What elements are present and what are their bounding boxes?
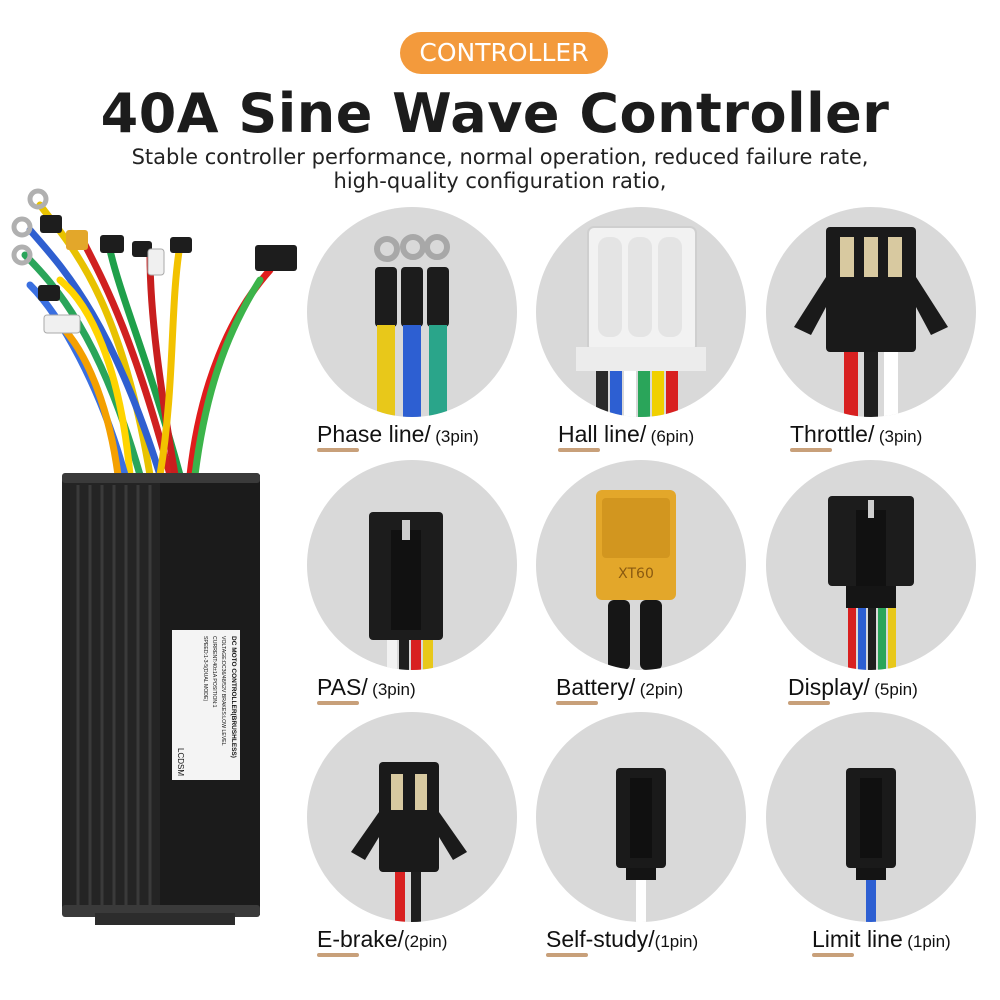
display-label: Display/ <box>788 674 870 700</box>
pas-image <box>307 460 517 670</box>
connector-pas: PAS/ (3pin) <box>307 460 527 705</box>
self-study-label: Self-study/ <box>546 926 655 952</box>
throttle-image <box>766 207 976 417</box>
throttle-pins: (3pin) <box>878 427 923 446</box>
hall-line-pins: (6pin) <box>650 427 695 446</box>
pas-pins: (3pin) <box>372 680 416 699</box>
hall-line-label: Hall line/ <box>558 421 647 447</box>
connector-e-brake: E-brake/(2pin) <box>307 712 527 957</box>
connector-throttle: Throttle/ (3pin) <box>766 207 986 452</box>
hall-line-image <box>536 207 746 417</box>
controller-label-line4: SPEED:1-3-5(DUAL MODE) <box>202 636 208 702</box>
connector-hall-line: Hall line/ (6pin) <box>536 207 756 452</box>
subtitle-line-1: Stable controller performance, normal op… <box>131 145 869 169</box>
controller-brand: LCDSM <box>176 748 185 776</box>
page-title: 40A Sine Wave Controller <box>100 82 890 145</box>
xt60-marking: XT60 <box>618 566 654 582</box>
pas-label: PAS/ <box>317 674 368 700</box>
display-pins: (5pin) <box>874 680 918 699</box>
phase-line-image <box>307 207 517 417</box>
limit-line-image <box>766 712 976 922</box>
label-underline <box>556 701 598 705</box>
display-image <box>766 460 976 670</box>
connector-self-study: Self-study/(1pin) <box>536 712 756 957</box>
label-underline <box>558 448 600 452</box>
label-underline <box>788 701 830 705</box>
battery-image: XT60 <box>536 460 746 670</box>
label-underline <box>317 448 359 452</box>
connector-phase-line: Phase line/ (3pin) <box>307 207 527 452</box>
limit-line-label: Limit line <box>812 926 903 952</box>
label-underline <box>317 701 359 705</box>
connector-battery: XT60 Battery/ (2pin) <box>536 460 756 705</box>
phase-line-pins: (3pin) <box>435 427 479 446</box>
label-underline <box>812 953 854 957</box>
e-brake-image <box>307 712 517 922</box>
label-underline <box>546 953 588 957</box>
connector-limit-line: Limit line (1pin) <box>766 712 986 957</box>
battery-label: Battery/ <box>556 674 636 700</box>
controller-image: DC MOTO CONTROLLER(BRUSHLESS) VOLTAGE:DC… <box>11 188 297 925</box>
limit-line-pins: (1pin) <box>907 932 951 951</box>
controller-label-line1: DC MOTO CONTROLLER(BRUSHLESS) <box>230 636 237 758</box>
controller-label-line2: VOLTAGE:DC36/48/52V BRAKES:LOW LEVEL <box>220 636 226 746</box>
label-underline <box>790 448 832 452</box>
category-badge: CONTROLLER <box>400 32 608 74</box>
connector-display: Display/ (5pin) <box>766 460 986 705</box>
throttle-label: Throttle/ <box>790 421 875 447</box>
e-brake-pins: (2pin) <box>403 932 448 951</box>
battery-pins: (2pin) <box>639 680 684 699</box>
label-underline <box>317 953 359 957</box>
phase-line-label: Phase line/ <box>317 421 431 447</box>
self-study-image <box>536 712 746 922</box>
self-study-pins: (1pin) <box>654 932 699 951</box>
subtitle-line-2: high-quality configuration ratio, <box>333 169 667 193</box>
controller-label-line3: CURRENT:40±1A POSITION:1 <box>211 636 217 708</box>
e-brake-label: E-brake/ <box>317 926 404 952</box>
